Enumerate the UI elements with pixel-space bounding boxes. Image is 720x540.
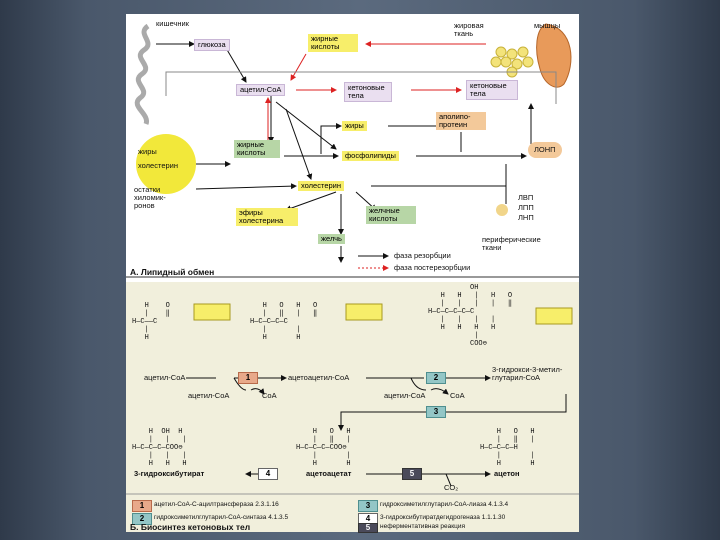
label-fats-mid: жиры bbox=[342, 121, 367, 131]
molecule-hmg-coa: OH H H | H O | | | | ‖ H—C—C—C—C—C | | |… bbox=[428, 284, 513, 348]
legend-badge-1: 1 bbox=[132, 500, 152, 512]
ketone-biosynthesis-panel: H O | ‖ H—C——C | H H O H O | ‖ | ‖ H—C—C… bbox=[126, 282, 579, 533]
step-coa-2: СоА bbox=[450, 391, 465, 400]
step-acetoacetate: ацетоацетат bbox=[306, 469, 352, 478]
step-acetyl-coa-in: ацетил-СоА bbox=[144, 373, 186, 382]
coa-tag-2 bbox=[345, 303, 383, 321]
legend-enzyme-4: 3-гидроксибутиратдегидрогеназа 1.1.1.30 bbox=[380, 514, 506, 521]
label-cholesterol-left: холестерин bbox=[138, 161, 178, 170]
peripheral-circle bbox=[496, 204, 508, 216]
enzyme-badge-4: 4 bbox=[258, 468, 278, 480]
label-phospholipids: фосфолипиды bbox=[342, 151, 399, 161]
label-cholesterol-esters: эфиры холестерина bbox=[236, 208, 298, 226]
label-ketone-bodies-2: кетоновые тела bbox=[466, 80, 518, 100]
label-cholesterol-mid: холестерин bbox=[298, 181, 344, 191]
molecule-acetyl-coa: H O | ‖ H—C——C | H bbox=[132, 302, 170, 342]
enzyme-badge-5: 5 bbox=[402, 468, 422, 480]
legend-postresorption: фаза постерезорбции bbox=[394, 263, 471, 272]
legend-badge-5: 5 bbox=[358, 523, 378, 533]
step-acetone: ацетон bbox=[494, 469, 520, 478]
molecule-hydroxybutyrate: H OH H | | | H—C—C—C—COO⊖ | | | H H H bbox=[132, 428, 187, 468]
enzyme-badge-1: 1 bbox=[238, 372, 258, 384]
label-fatty-acids-top: жирные кислоты bbox=[308, 34, 358, 52]
ketone-arrows bbox=[126, 303, 579, 495]
label-muscle: мышцы bbox=[534, 21, 561, 30]
muscle-shape bbox=[536, 23, 572, 88]
step-hydroxybutyrate: 3-гидроксибутират bbox=[134, 469, 205, 478]
legend-badge-3: 3 bbox=[358, 500, 378, 512]
legend-enzyme-1: ацетил-СоА-С-ацилтрансфераза 2.3.1.16 bbox=[154, 501, 279, 508]
lipid-metabolism-panel: кишечник глюкоза жирные кислоты жировая … bbox=[126, 14, 579, 279]
legend-enzyme-2: гидроксиметилглутарил-СоА-синтаза 4.1.3.… bbox=[154, 514, 289, 521]
label-peripheral: периферические ткани bbox=[482, 235, 541, 252]
step-acetyl-coa-3: ацетил-СоА bbox=[384, 391, 426, 400]
label-bile: желчь bbox=[318, 234, 345, 244]
label-adipose: жировая ткань bbox=[454, 21, 484, 38]
legend-enzyme-3: гидроксиметилглутарил-СоА-лиаза 4.1.3.4 bbox=[380, 501, 509, 508]
chylomicron-circle bbox=[136, 134, 196, 194]
label-intestine: кишечник bbox=[156, 19, 189, 28]
label-apolipoprotein: аполипо-протеин bbox=[436, 112, 486, 130]
figure: кишечник глюкоза жирные кислоты жировая … bbox=[126, 14, 579, 533]
label-fatty-acids-mid: жирные кислоты bbox=[234, 140, 280, 158]
step-coa-1: СоА bbox=[262, 391, 277, 400]
step-acetoacetyl-coa: ацетоацетил-СоА bbox=[288, 373, 350, 382]
label-acetyl-coa: ацетил-СоА bbox=[236, 84, 286, 96]
adipose-cells bbox=[490, 46, 534, 78]
molecule-acetoacetate: H O H | ‖ | H—C—C—C—COO⊖ | | H H bbox=[296, 428, 351, 468]
label-hdl: ЛВП bbox=[518, 193, 534, 202]
step-hmg-coa: 3-гидрокси-3-метил-глутарил-СоА bbox=[492, 365, 563, 382]
label-idl: ЛПП bbox=[518, 203, 534, 212]
enzyme-badge-3: 3 bbox=[426, 406, 446, 418]
intestine-shape bbox=[134, 23, 151, 125]
label-glucose: глюкоза bbox=[194, 39, 230, 51]
legend-badge-2: 2 bbox=[132, 513, 152, 525]
legend-resorption: фаза резорбции bbox=[394, 251, 451, 260]
step-acetyl-coa-2: ацетил-СоА bbox=[188, 391, 230, 400]
label-ketone-bodies-1: кетоновые тела bbox=[344, 82, 392, 102]
label-bile-acids: желчные кислоты bbox=[366, 206, 416, 224]
molecule-acetoacetyl-coa: H O H O | ‖ | ‖ H—C—C—C—C | | H H bbox=[250, 302, 318, 342]
panel-b-caption: Б. Биосинтез кетоновых тел bbox=[130, 522, 251, 532]
label-chylomicron-remnants: остатки хиломик-ронов bbox=[134, 185, 166, 210]
legend-enzyme-5: неферментативная реакция bbox=[380, 523, 465, 530]
step-co2: CO₂ bbox=[444, 483, 459, 492]
label-fats-left: жиры bbox=[138, 147, 157, 156]
label-ldl: ЛНП bbox=[518, 213, 534, 222]
molecule-acetone: H O H | ‖ | H—C—C—C—H | | H H bbox=[480, 428, 535, 468]
coa-tag-3 bbox=[535, 307, 573, 325]
label-vlpd: ЛОНП bbox=[528, 142, 562, 158]
lipid-arrows bbox=[126, 23, 579, 278]
panel-a-caption: А. Липидный обмен bbox=[130, 267, 215, 277]
enzyme-badge-2: 2 bbox=[426, 372, 446, 384]
coa-tag-1 bbox=[193, 303, 231, 321]
